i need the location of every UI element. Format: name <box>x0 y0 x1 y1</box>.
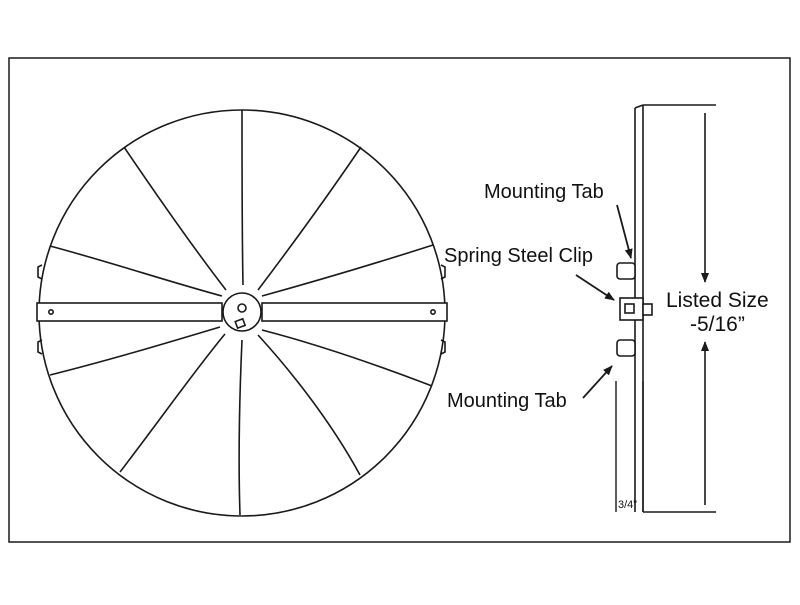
mounting-bar-left <box>36 302 223 322</box>
blade-line-5 <box>257 334 361 476</box>
side-spring-clip-inner <box>624 303 635 314</box>
label-listed-size-dimension: -5/16” <box>690 313 745 336</box>
leader-mounting-tab-top <box>616 204 633 259</box>
label-mounting-tab-top: Mounting Tab <box>484 181 604 203</box>
blade-line-2 <box>257 146 362 291</box>
damper-side-view <box>615 104 716 513</box>
rim-nub-left-top <box>37 264 43 280</box>
side-spring-clip-nub <box>642 303 653 316</box>
side-mounting-tab-top <box>616 262 636 280</box>
label-spring-steel-clip: Spring Steel Clip <box>444 245 593 267</box>
blade-line-7 <box>119 333 226 473</box>
side-spring-clip <box>619 297 644 321</box>
blade-line-10 <box>123 146 227 291</box>
label-mounting-tab-bottom: Mounting Tab <box>447 390 567 412</box>
bar-hole-left <box>47 308 54 315</box>
blade-line-1 <box>241 109 244 286</box>
rim-nub-right-bottom <box>440 339 446 355</box>
leader-spring-clip <box>575 274 615 301</box>
hub-inner <box>237 303 247 313</box>
side-mounting-tab-bottom <box>616 339 636 357</box>
blade-line-4 <box>261 329 433 387</box>
label-listed-size: Listed Size <box>666 289 769 312</box>
hub-tab <box>234 317 247 330</box>
bar-hole-right <box>429 308 436 315</box>
label-leaders <box>575 204 633 399</box>
damper-front-view <box>36 109 448 517</box>
side-plate-top-corner <box>634 104 644 109</box>
leader-mounting-tab-bottom <box>582 365 613 399</box>
rim-nub-left-bottom <box>37 339 43 355</box>
blade-line-3 <box>261 244 434 297</box>
blade-line-9 <box>49 245 223 297</box>
blade-line-6 <box>238 339 243 516</box>
outer-frame <box>8 57 791 543</box>
mounting-bar-right <box>261 302 448 322</box>
rim-nub-right-top <box>440 264 446 280</box>
label-depth-dimension: 3/4” <box>618 499 637 511</box>
blade-line-8 <box>49 326 221 376</box>
